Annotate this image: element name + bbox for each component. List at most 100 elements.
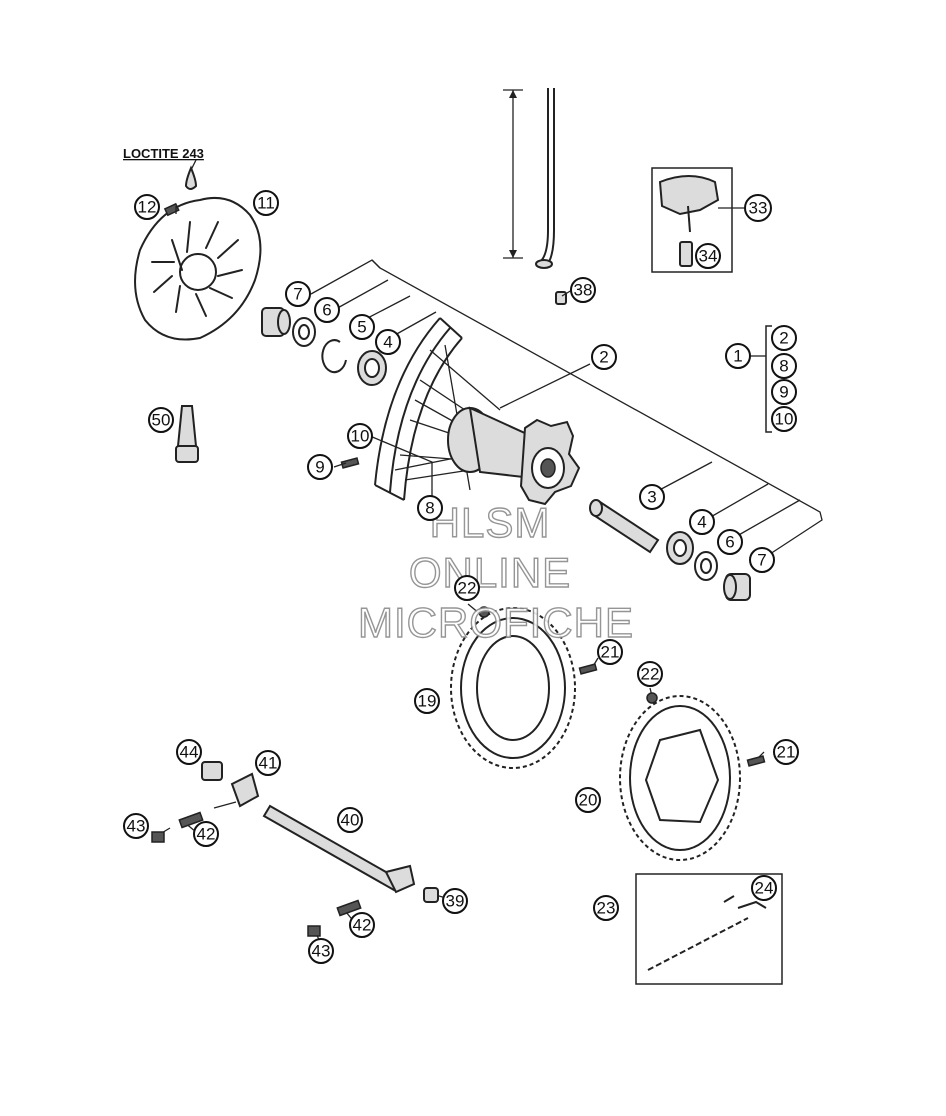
- callout-2-kit[interactable]: 2: [771, 325, 797, 351]
- svg-text:34: 34: [699, 247, 718, 266]
- callout-22-top[interactable]: 22: [454, 575, 480, 601]
- left-spacer: [261, 307, 291, 337]
- loctite-note: LOCTITE 243: [123, 146, 204, 161]
- svg-text:7: 7: [293, 285, 302, 304]
- callout-10-kit[interactable]: 10: [771, 406, 797, 432]
- callout-4-right[interactable]: 4: [689, 509, 715, 535]
- svg-text:44: 44: [180, 743, 199, 762]
- circlip: [321, 339, 347, 374]
- callout-11[interactable]: 11: [253, 190, 279, 216]
- callout-43-bottom[interactable]: 43: [308, 938, 334, 964]
- watermark-line-3: MICROFICHE: [358, 599, 634, 646]
- right-spacer: [723, 573, 751, 601]
- callout-9-kit[interactable]: 9: [771, 379, 797, 405]
- callout-20[interactable]: 20: [575, 787, 601, 813]
- callout-34[interactable]: 34: [695, 243, 721, 269]
- svg-text:6: 6: [725, 533, 734, 552]
- callout-1[interactable]: 1: [725, 343, 751, 369]
- callout-41[interactable]: 41: [255, 750, 281, 776]
- rim-screw: [340, 457, 360, 469]
- left-seal: [292, 317, 316, 347]
- svg-text:22: 22: [458, 579, 477, 598]
- svg-text:3: 3: [647, 488, 656, 507]
- callout-22-right[interactable]: 22: [637, 661, 663, 687]
- sprocket-bolts: [478, 606, 766, 767]
- callout-6-left[interactable]: 6: [314, 297, 340, 323]
- callout-10[interactable]: 10: [347, 423, 373, 449]
- callout-8-kit[interactable]: 8: [771, 353, 797, 379]
- chain-kit-box: [635, 873, 783, 985]
- callout-5[interactable]: 5: [349, 314, 375, 340]
- svg-text:8: 8: [779, 357, 788, 376]
- callout-9[interactable]: 9: [307, 454, 333, 480]
- callout-42-left[interactable]: 42: [193, 821, 219, 847]
- watermark-line-1: HLSM: [430, 499, 551, 546]
- callout-7-left[interactable]: 7: [285, 281, 311, 307]
- callout-24[interactable]: 24: [751, 875, 777, 901]
- callout-3[interactable]: 3: [639, 484, 665, 510]
- svg-text:2: 2: [779, 329, 788, 348]
- loctite-drop: [184, 165, 198, 190]
- svg-text:22: 22: [641, 665, 660, 684]
- svg-text:24: 24: [755, 879, 774, 898]
- svg-text:4: 4: [383, 333, 392, 352]
- svg-text:9: 9: [779, 383, 788, 402]
- svg-text:10: 10: [775, 410, 794, 429]
- callout-44[interactable]: 44: [176, 739, 202, 765]
- right-bearing: [666, 531, 694, 565]
- svg-text:1: 1: [733, 347, 742, 366]
- svg-text:5: 5: [357, 318, 366, 337]
- axle: [262, 804, 416, 894]
- chain-adjuster: [230, 772, 260, 808]
- svg-text:9: 9: [315, 458, 324, 477]
- callout-43-left[interactable]: 43: [123, 813, 149, 839]
- hub-sleeve: [589, 499, 660, 554]
- callout-38[interactable]: 38: [570, 277, 596, 303]
- callout-33[interactable]: 33: [744, 194, 772, 222]
- svg-text:39: 39: [446, 892, 465, 911]
- adjuster-bolts: [178, 811, 362, 917]
- callout-2[interactable]: 2: [591, 344, 617, 370]
- callout-19[interactable]: 19: [414, 688, 440, 714]
- svg-text:40: 40: [341, 811, 360, 830]
- svg-text:4: 4: [697, 513, 706, 532]
- svg-text:6: 6: [322, 301, 331, 320]
- disc-bolt: [163, 202, 180, 217]
- callout-23[interactable]: 23: [593, 895, 619, 921]
- right-seal: [694, 551, 718, 581]
- rim: [374, 317, 463, 501]
- callout-40[interactable]: 40: [337, 807, 363, 833]
- left-bearing: [357, 350, 387, 386]
- svg-text:8: 8: [425, 499, 434, 518]
- sprocket-19: [450, 607, 576, 769]
- svg-text:33: 33: [749, 199, 768, 218]
- svg-text:20: 20: [579, 791, 598, 810]
- adjuster-nuts-43: [151, 831, 321, 937]
- brake-disc: [134, 196, 262, 341]
- svg-text:21: 21: [601, 643, 620, 662]
- svg-text:10: 10: [351, 427, 370, 446]
- svg-text:42: 42: [353, 916, 372, 935]
- callout-21-top[interactable]: 21: [597, 639, 623, 665]
- callout-7-right[interactable]: 7: [749, 547, 775, 573]
- callout-39[interactable]: 39: [442, 888, 468, 914]
- callout-42-bottom[interactable]: 42: [349, 912, 375, 938]
- svg-text:42: 42: [197, 825, 216, 844]
- callout-12[interactable]: 12: [134, 194, 160, 220]
- part-50: [175, 405, 199, 463]
- svg-text:19: 19: [418, 692, 437, 711]
- watermark-line-2: ONLINE: [409, 549, 571, 596]
- svg-text:43: 43: [312, 942, 331, 961]
- callout-6-right[interactable]: 6: [717, 529, 743, 555]
- callout-8[interactable]: 8: [417, 495, 443, 521]
- svg-text:23: 23: [597, 899, 616, 918]
- hub: [447, 406, 581, 506]
- svg-text:41: 41: [259, 754, 278, 773]
- callout-21-right[interactable]: 21: [773, 739, 799, 765]
- callout-50[interactable]: 50: [148, 407, 174, 433]
- adjuster-nut-44: [201, 761, 223, 781]
- callout-4-left[interactable]: 4: [375, 329, 401, 355]
- watermark: HLSM ONLINE MICROFICHE: [357, 498, 634, 646]
